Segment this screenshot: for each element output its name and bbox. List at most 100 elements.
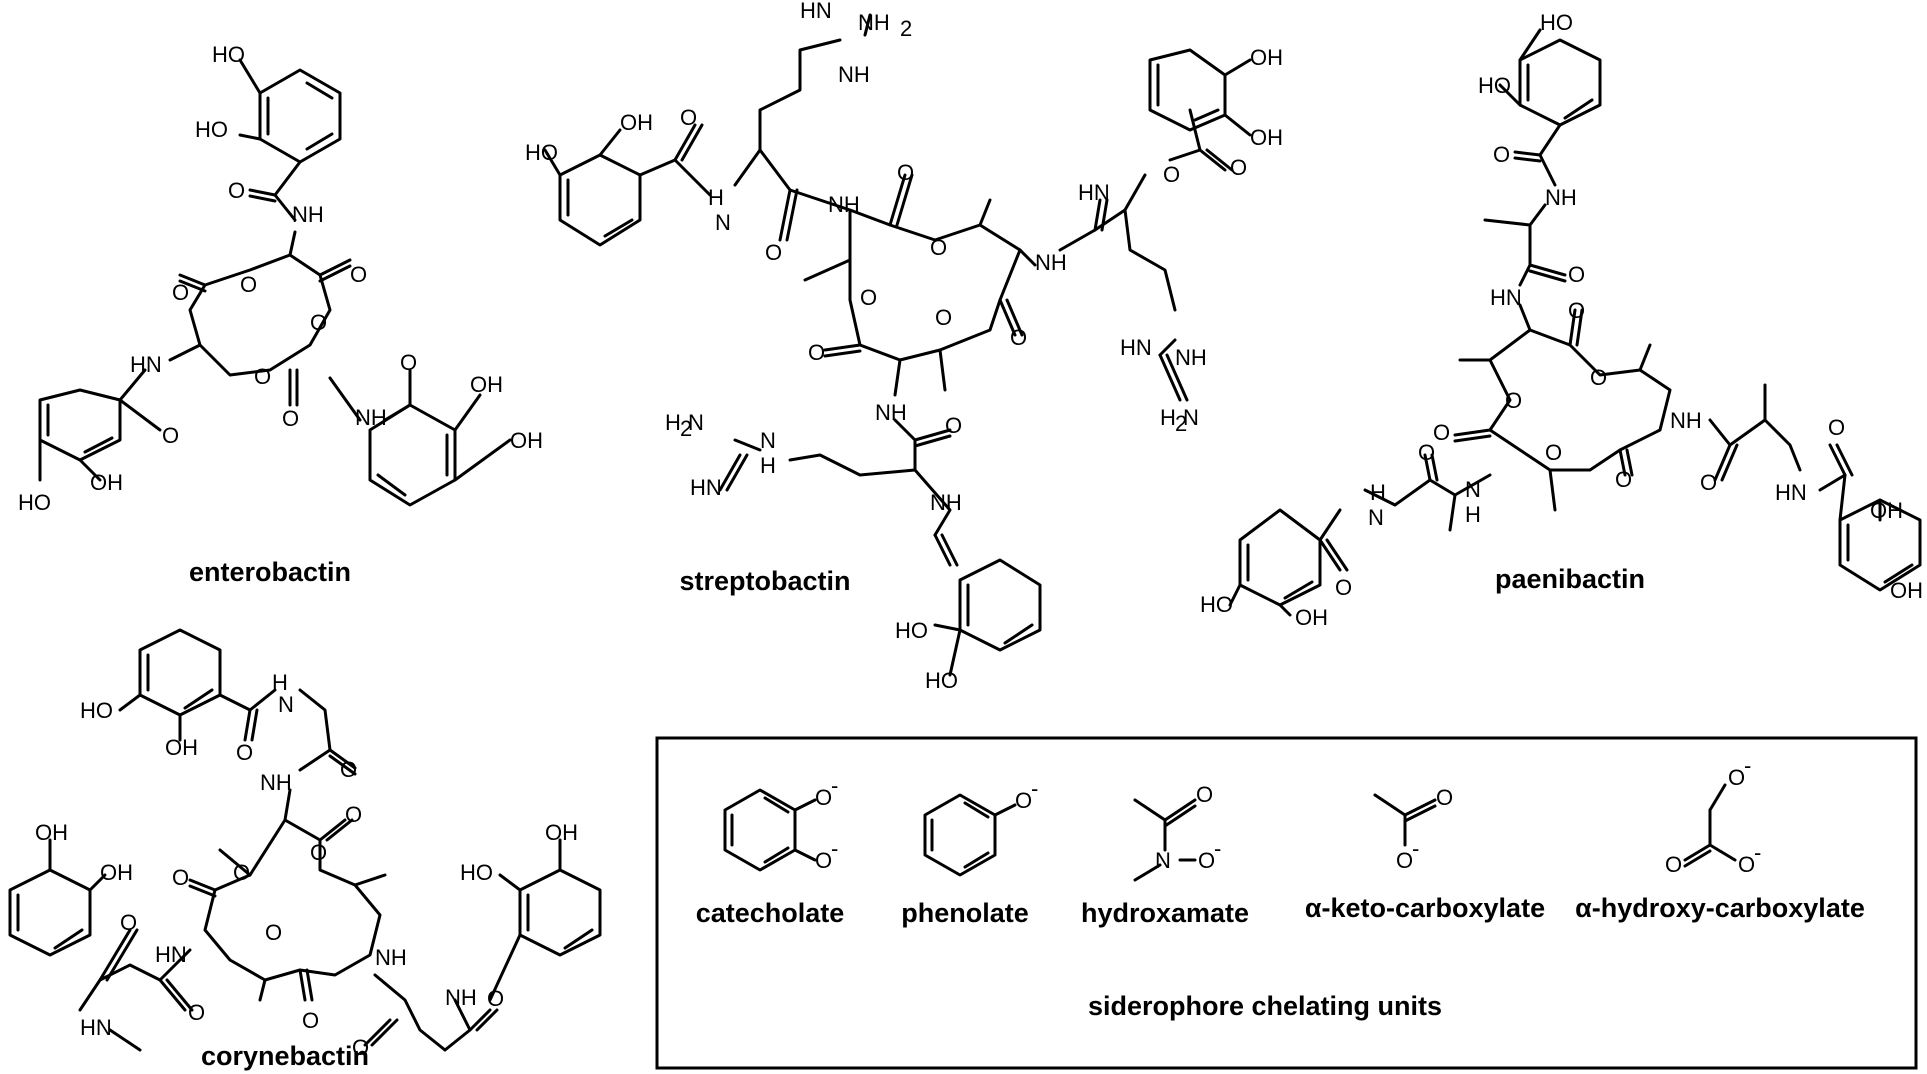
atom-label: OH <box>1295 605 1328 630</box>
atom-label: 2 <box>900 16 912 41</box>
atom-label: 2 <box>1175 411 1187 436</box>
atom-label: O <box>162 423 179 448</box>
atom-label: O <box>1010 325 1027 350</box>
atom-label: O <box>1418 440 1435 465</box>
atom-label: NH <box>838 62 870 87</box>
atom-label: O <box>1545 440 1562 465</box>
atom-label: O <box>1196 782 1213 807</box>
atom-label: HO <box>460 860 493 885</box>
atom-label: NH <box>292 202 324 227</box>
atom-label: O <box>1163 162 1180 187</box>
atom-label: O <box>254 364 271 389</box>
atom-label: NH <box>875 400 907 425</box>
legend-unit-label: catecholate <box>696 898 845 928</box>
atom-label: O <box>1335 575 1352 600</box>
atom-label: OH <box>510 428 543 453</box>
atom-label: OH <box>1250 45 1283 70</box>
atom-label: HN <box>1490 285 1522 310</box>
charge-label: - <box>831 836 838 861</box>
atom-label: H <box>1160 405 1176 430</box>
atom-label: O <box>1433 420 1450 445</box>
atom-label: HN <box>1120 335 1152 360</box>
atom-label: H <box>708 185 724 210</box>
atom-label: O <box>1728 765 1745 790</box>
atom-label: O <box>1230 155 1247 180</box>
atom-label: HN <box>155 942 187 967</box>
legend-unit-label: α-keto-carboxylate <box>1305 893 1545 923</box>
atom-label: O <box>400 350 417 375</box>
atom-label: NH <box>445 985 477 1010</box>
atom-label: O <box>1493 142 1510 167</box>
hydroxamate-structure: O N O - <box>1133 782 1221 882</box>
atom-label: OH <box>35 820 68 845</box>
atom-label: OH <box>1890 578 1923 603</box>
legend-frame <box>655 736 1918 1070</box>
catecholate-structure: O - O - <box>723 773 838 873</box>
enterobactin-structure: HO HO O NH O O O O HN O O O NH O OH OH O… <box>18 42 543 587</box>
atom-label: H <box>272 670 288 695</box>
atom-label: O <box>236 740 253 765</box>
atom-label: N <box>1368 505 1384 530</box>
atom-label: NH <box>1545 185 1577 210</box>
atom-label: O <box>120 910 137 935</box>
atom-label: H <box>665 410 681 435</box>
atom-label: OH <box>100 860 133 885</box>
atom-label: HO <box>925 668 958 693</box>
atom-label: N <box>715 210 731 235</box>
hydroxy-carboxylate-structure: O - O O - <box>1665 753 1761 877</box>
corynebactin-structure: HO OH O H N O NH O O O O O HN NH O OH OH… <box>8 628 602 1071</box>
atom-label: O <box>350 262 367 287</box>
atom-label: HO <box>525 140 558 165</box>
atom-label: O <box>310 840 327 865</box>
atom-label: N <box>688 410 704 435</box>
charge-label: - <box>831 773 838 798</box>
atom-label: O <box>1665 852 1682 877</box>
atom-label: HO <box>895 618 928 643</box>
atom-label: OH <box>1870 498 1903 523</box>
atom-label: O <box>680 105 697 130</box>
atom-label: O <box>487 986 504 1011</box>
atom-label: 2 <box>680 416 692 441</box>
atom-label: O <box>945 413 962 438</box>
atom-label: O <box>265 920 282 945</box>
paenibactin-structure: HO HO O NH O HN O O O O NH O O N H O H N… <box>1200 10 1923 630</box>
atom-label: O <box>1590 365 1607 390</box>
atom-label: OH <box>90 470 123 495</box>
atom-label: O <box>345 802 362 827</box>
atom-label: N <box>278 692 294 717</box>
atom-label: OH <box>545 820 578 845</box>
paenibactin-name: paenibactin <box>1495 564 1645 594</box>
chelating-units-legend: O - O - O - O N O - <box>655 736 1918 1070</box>
atom-label: HO <box>1478 73 1511 98</box>
atom-label: HO <box>80 698 113 723</box>
atom-label: NH <box>1175 345 1207 370</box>
atom-label: HO <box>212 42 245 67</box>
charge-label: - <box>1744 753 1751 778</box>
atom-label: OH <box>165 735 198 760</box>
legend-title: siderophore chelating units <box>1088 991 1442 1021</box>
atom-label: O <box>1505 388 1522 413</box>
atom-label: H <box>1370 480 1386 505</box>
atom-label: O <box>282 406 299 431</box>
corynebactin-name: corynebactin <box>201 1041 369 1071</box>
legend-unit-label: hydroxamate <box>1081 898 1249 928</box>
atom-label: O <box>228 178 245 203</box>
atom-label: O <box>1615 467 1632 492</box>
atom-label: O <box>310 310 327 335</box>
atom-label: O <box>302 1008 319 1033</box>
atom-label: O <box>1568 298 1585 323</box>
atom-label: N <box>760 428 776 453</box>
atom-label: HO <box>1540 10 1573 35</box>
atom-label: O <box>765 240 782 265</box>
atom-label: HN <box>1775 480 1807 505</box>
atom-label: O <box>1436 785 1453 810</box>
atom-label: NH <box>1035 250 1067 275</box>
enterobactin-name: enterobactin <box>189 557 351 587</box>
atom-label: H <box>760 453 776 478</box>
streptobactin-name: streptobactin <box>679 566 850 596</box>
atom-label: O <box>340 757 357 782</box>
atom-label: O <box>1738 852 1755 877</box>
atom-label: NH <box>355 405 387 430</box>
atom-label: O <box>240 272 257 297</box>
